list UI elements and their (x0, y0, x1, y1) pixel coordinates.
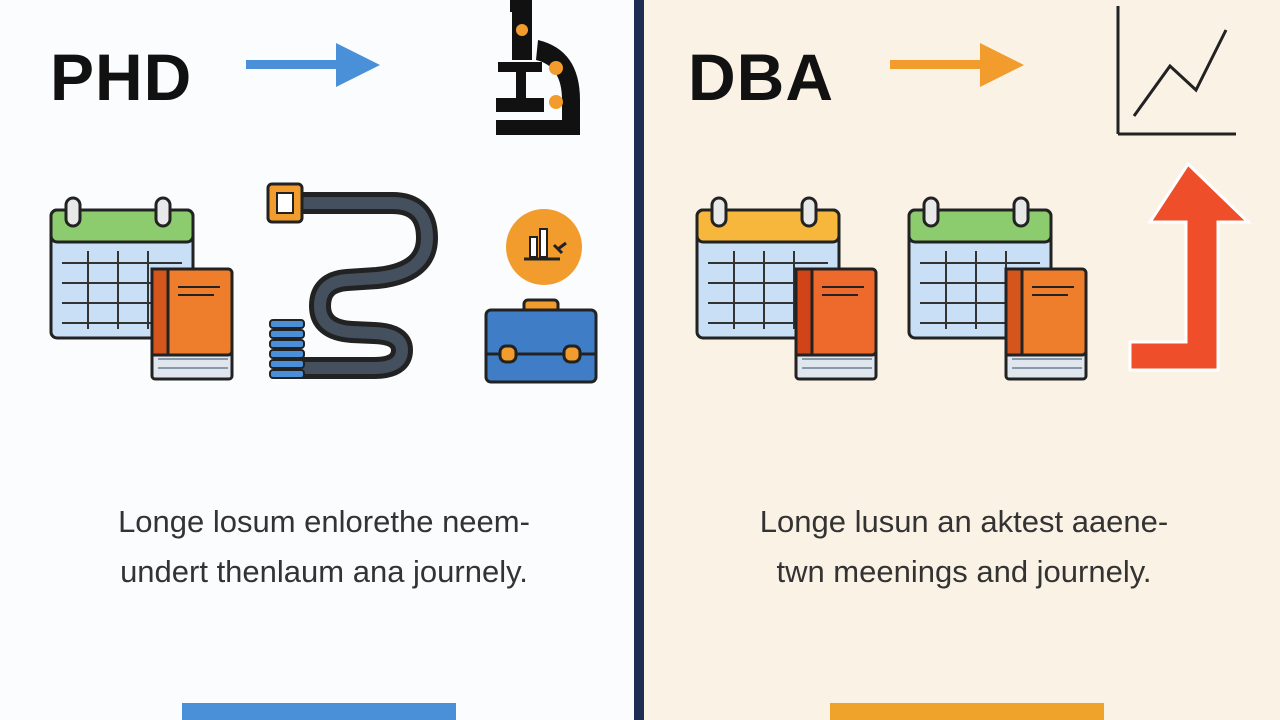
dba-bottom-button[interactable] (830, 703, 1104, 720)
dba-description-line-1: Longe lusun an aktest aaene- (759, 504, 1169, 539)
dba-title: DBA (688, 40, 834, 114)
arrow-right-icon (246, 43, 380, 87)
dba-description-line-2: twn meenings and journely. (776, 554, 1152, 589)
panel-divider (634, 0, 644, 720)
phd-description: Longe losum enlorethe neem- undert thenl… (44, 497, 604, 597)
phd-title: PHD (50, 40, 193, 114)
bar-chart-badge-icon (506, 209, 582, 285)
arrow-right-icon (890, 43, 1024, 87)
dba-description: Longe lusun an aktest aaene- twn meening… (684, 497, 1244, 597)
book-icon (150, 267, 234, 381)
phd-description-line-1: Longe losum enlorethe neem- (118, 504, 530, 539)
dba-panel: DBA (644, 0, 1280, 720)
book-icon (1004, 267, 1088, 381)
winding-path-icon (266, 182, 439, 379)
up-arrow-icon (1128, 161, 1252, 372)
line-chart-icon (1116, 6, 1236, 136)
briefcase-icon (484, 298, 598, 384)
microscope-icon (496, 0, 580, 135)
phd-description-line-2: undert thenlaum ana journely. (120, 554, 528, 589)
phd-panel: PHD (0, 0, 634, 720)
phd-bottom-button[interactable] (182, 703, 456, 720)
book-icon (794, 267, 878, 381)
